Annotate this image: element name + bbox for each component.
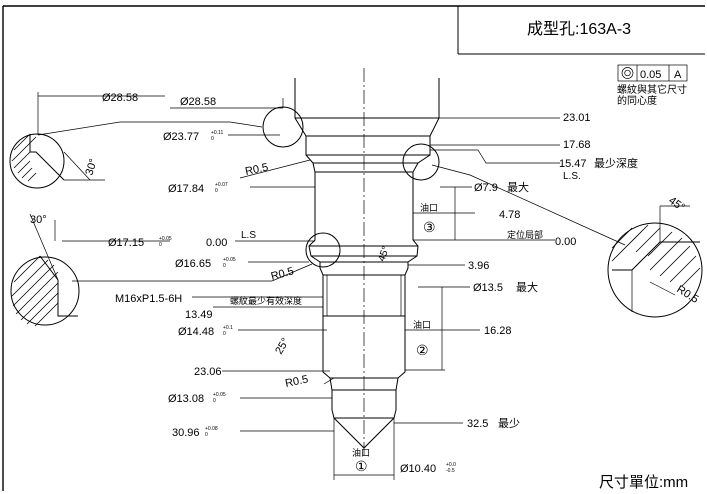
dim-depth-30-96-tol-lo: 0 (205, 432, 208, 438)
oil-port-number-3: ③ (423, 219, 436, 235)
detail-angle-45: 45° (666, 195, 687, 214)
dim-dia-23-77: Ø23.77 (163, 131, 199, 143)
dim-dia-14-48-tol-lo: 0 (223, 331, 226, 337)
tolerance-datum: A (674, 69, 682, 81)
detail-circle-mid (305, 232, 341, 268)
dim-angle-25: 25° (273, 336, 292, 356)
dim-15-47: 15.47 (559, 158, 587, 170)
dim-depth-30-96: 30.96 (172, 427, 200, 439)
detail-view-right (607, 205, 703, 318)
dim-zero-right: 0.00 (555, 236, 576, 248)
detail-angle-30-top: 30° (83, 157, 100, 177)
dim-min-note: 最少 (498, 417, 520, 430)
dim-thread-spec: M16xP1.5-6H (115, 293, 182, 305)
dim-dia-28-58-top: Ø28.58 (180, 96, 216, 108)
detail-circle-top (262, 106, 304, 148)
left-dimensions (37, 92, 335, 432)
right-dimensions (333, 117, 626, 480)
oil-port-label-3: 油口 (420, 202, 438, 213)
tolerance-note-line1: 螺紋與其它尺寸 (617, 83, 687, 96)
dim-dia-13-5: Ø13.5 (473, 282, 503, 294)
drill-point (333, 417, 395, 449)
detail-angle-30-left: 30° (30, 214, 47, 226)
detail-circle-right (402, 143, 440, 181)
dim-ls-right: L.S. (563, 171, 581, 182)
dim-dia-17-15: Ø17.15 (108, 237, 144, 249)
dim-dia-28-58-left: Ø28.58 (102, 92, 138, 104)
concentricity-icon (621, 67, 634, 79)
dim-dia-16-65-tol-lo: 0 (223, 263, 226, 269)
dim-r0-5-lower: R0.5 (284, 373, 309, 390)
dim-dia-23-77-tol-lo: 0 (211, 136, 214, 142)
dim-depth-13-49: 13.49 (185, 309, 213, 321)
dim-dia-17-15-tol-lo: 0 (159, 242, 162, 248)
dim-r0-5-mid: R0.5 (270, 265, 296, 283)
detail-view-mid-left (10, 213, 80, 327)
dim-32-5: 32.5 (467, 418, 488, 430)
dim-dia-17-15-tol-up: +0.05 (159, 236, 172, 242)
detail-view-top-left (9, 133, 105, 189)
dim-dia-23-77-tol-up: +0.11 (211, 130, 223, 136)
dim-23-01: 23.01 (563, 112, 591, 124)
oil-port-label-1: 油口 (352, 447, 370, 458)
dim-dia-14-48: Ø14.48 (178, 326, 214, 338)
dim-dia-17-84: Ø17.84 (168, 183, 204, 195)
dim-depth-23-06: 23.06 (194, 366, 222, 378)
dim-locating-note: 定位局部 (507, 229, 543, 240)
cavity-step-lines (295, 117, 439, 419)
dim-r0-5-upper: R0.5 (244, 161, 269, 178)
dim-ls-value: 0.00 (206, 237, 227, 249)
dim-16-28: 16.28 (484, 325, 512, 337)
tolerance-note-line2: 的同心度 (617, 94, 657, 107)
dim-thread-note: 螺紋最少有效深度 (230, 295, 302, 306)
dim-dia-17-84-tol-lo: 0 (215, 188, 218, 194)
cavity-profile-right (393, 78, 440, 419)
dim-dia-16-65-tol-up: +0.05 (223, 257, 236, 263)
dim-max-note-1: 最大 (507, 180, 529, 194)
dim-3-96: 3.96 (468, 260, 489, 272)
oil-port-number-2: ② (416, 342, 429, 358)
oil-port-number-1: ① (355, 458, 368, 474)
concentricity-tolerance-frame: 0.05 A (617, 64, 688, 82)
dim-dia-16-65: Ø16.65 (175, 258, 211, 270)
dim-dia-10-40-tol-up: +0.0 (446, 462, 456, 468)
dim-dia-13-08-tol-up: +0.05 (213, 392, 226, 398)
dim-4-78: 4.78 (499, 209, 520, 221)
dim-dia-13-08: Ø13.08 (168, 393, 204, 405)
cavity-profile-left (294, 78, 335, 419)
units-label: 尺寸單位:mm (599, 474, 688, 491)
detail-r0-5: R0.5 (674, 283, 700, 305)
dim-max-note-2: 最大 (516, 280, 538, 294)
dim-dia-17-84-tol-up: +0.07 (215, 182, 228, 188)
dim-dia-13-08-tol-lo: 0 (213, 398, 216, 404)
dim-17-68: 17.68 (563, 139, 591, 151)
dim-ls-label: L.S (241, 230, 256, 241)
dim-dia-10-40: Ø10.40 (400, 463, 436, 475)
dim-dia-10-40-tol-lo: -0.5 (446, 468, 455, 474)
dim-angle-45-mid: 45° (376, 245, 392, 263)
drawing-title: 成型孔:163A-3 (527, 20, 631, 38)
dim-depth-30-96-tol-up: +0.08 (205, 426, 218, 432)
dim-min-depth-note: 最少深度 (594, 156, 638, 170)
tolerance-value: 0.05 (640, 69, 661, 81)
drawing-border (2, 5, 705, 491)
oil-port-label-2: 油口 (413, 319, 431, 330)
dim-dia-7-9: Ø7.9 (474, 182, 498, 194)
dim-dia-14-48-tol-up: +0.1 (223, 325, 233, 331)
